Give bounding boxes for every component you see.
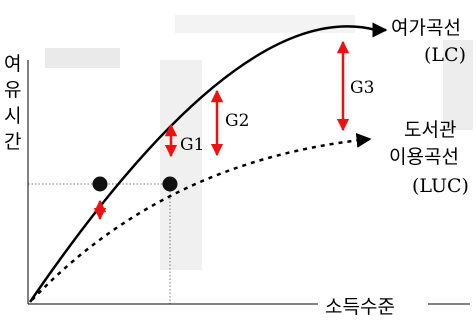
gap-label-g2: G2 [225,111,249,131]
watermark-block-top [175,15,355,33]
lc-label-name: 여가곡선 [391,17,461,39]
watermark-block-left [45,48,120,68]
watermark-block-right [443,40,473,130]
watermark-block-mid [160,60,202,270]
luc-label-line2: 이용곡선 [389,146,459,168]
y-axis-char: 시 [4,105,21,127]
y-axis-label: 여 유 시 간 [4,53,21,153]
point-marker-on-lc [92,176,108,192]
luc-label-abbr: (LUC) [412,175,469,197]
point-marker-on-luc [162,176,178,192]
background-watermark [45,15,473,270]
leisure-curve-lc [28,22,388,303]
luc-label-line1: 도서관 [404,119,456,141]
y-axis-char: 유 [4,79,21,101]
y-axis-char: 여 [4,53,21,75]
y-axis-char: 간 [4,131,21,153]
gap-label-g1: G1 [180,135,204,155]
lc-label-abbr: (LC) [424,44,466,66]
x-axis-label: 소득수준 [325,296,395,318]
gap-label-g3: G3 [350,78,374,98]
